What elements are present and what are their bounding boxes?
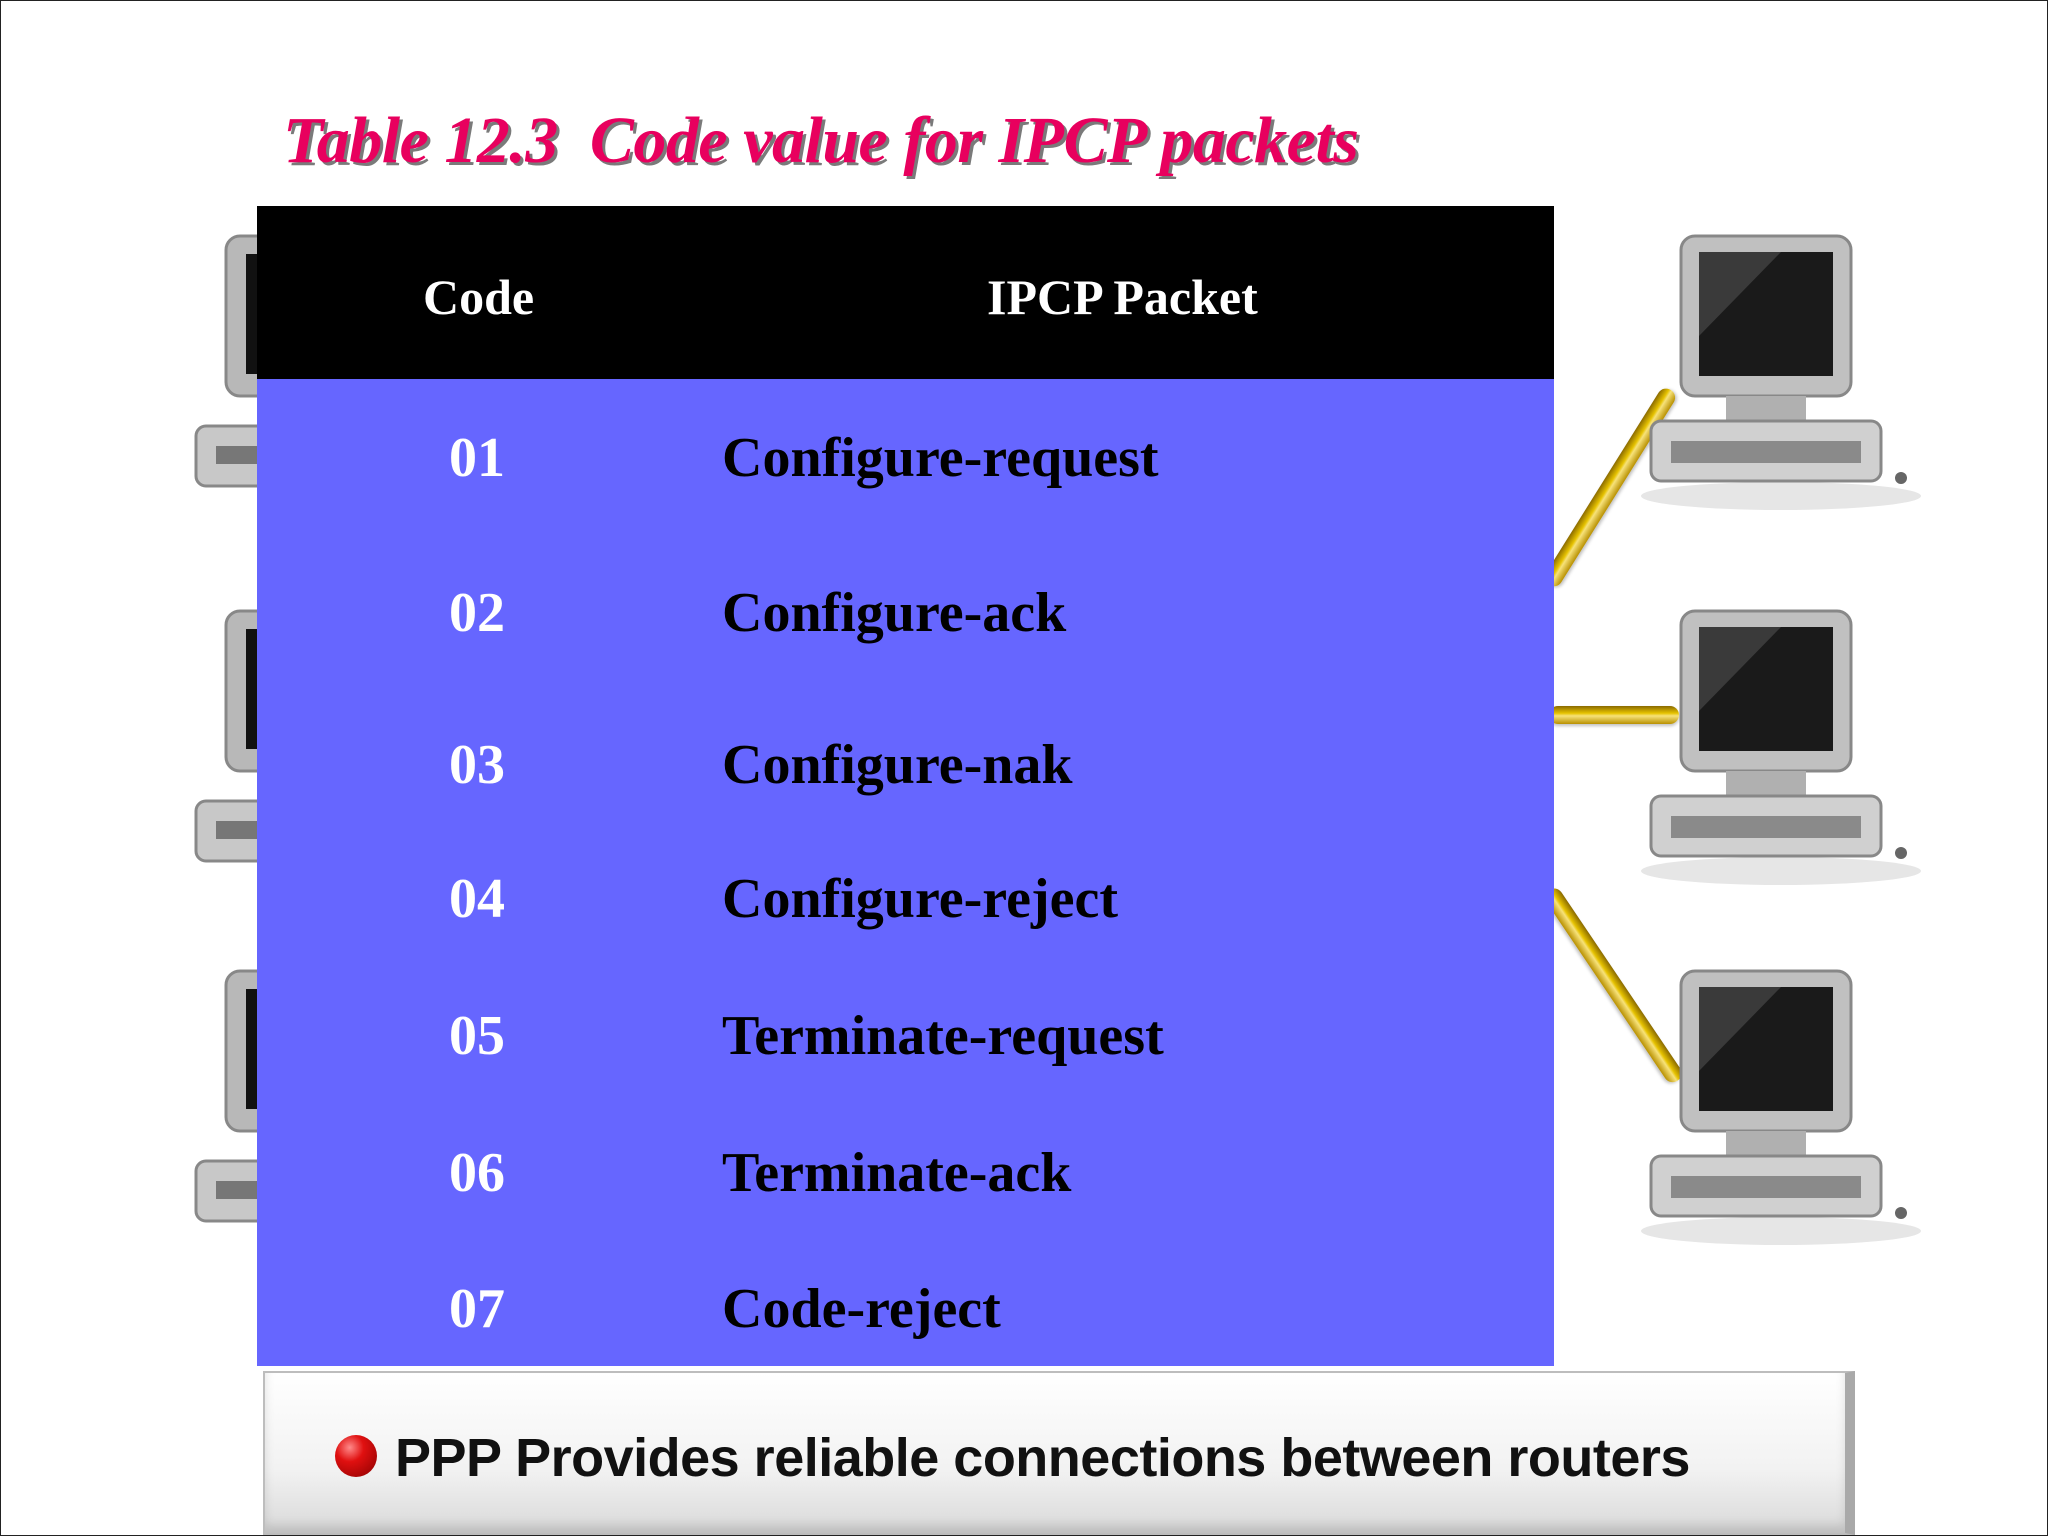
code-cell: 04 [449,868,505,930]
slide-title: Table 12.3 Code value for IPCP packets [283,104,1359,177]
packet-cell: Configure-reject [722,868,1118,930]
table-row: 04 Configure-reject [257,847,1554,947]
network-cable [1549,706,1679,724]
table-row: 06 Terminate-ack [257,1121,1554,1221]
computer-icon [1641,969,1921,1245]
table-row: 07 Code-reject [257,1257,1554,1357]
bullet-icon [335,1435,377,1477]
packet-cell: Code-reject [722,1278,1001,1340]
packet-cell: Terminate-ack [722,1142,1072,1204]
code-cell: 03 [449,734,505,796]
packet-cell: Configure-nak [722,734,1073,796]
table-row: 02 Configure-ack [257,561,1554,661]
code-cell: 07 [449,1278,505,1340]
packet-cell: Terminate-request [722,1005,1164,1067]
packet-cell: Configure-ack [722,582,1067,644]
code-cell: 02 [449,582,505,644]
ipcp-code-table: Code IPCP Packet 01 Configure-request 02… [257,206,1554,1366]
column-header-code: Code [423,269,535,325]
packet-cell: Configure-request [722,427,1159,489]
table-row: 01 Configure-request [257,406,1554,506]
column-header-ipcp-packet: IPCP Packet [987,269,1258,325]
code-cell: 06 [449,1142,505,1204]
table-row: 03 Configure-nak [257,713,1554,813]
computer-icon [1641,234,1921,510]
caption-bar: PPP Provides reliable connections betwee… [263,1371,1855,1535]
table-header: Code IPCP Packet [257,206,1554,379]
table-row: 05 Terminate-request [257,984,1554,1084]
code-cell: 05 [449,1005,505,1067]
caption-text: PPP Provides reliable connections betwee… [395,1428,1690,1488]
computer-icon [1641,609,1921,885]
code-cell: 01 [449,427,505,489]
